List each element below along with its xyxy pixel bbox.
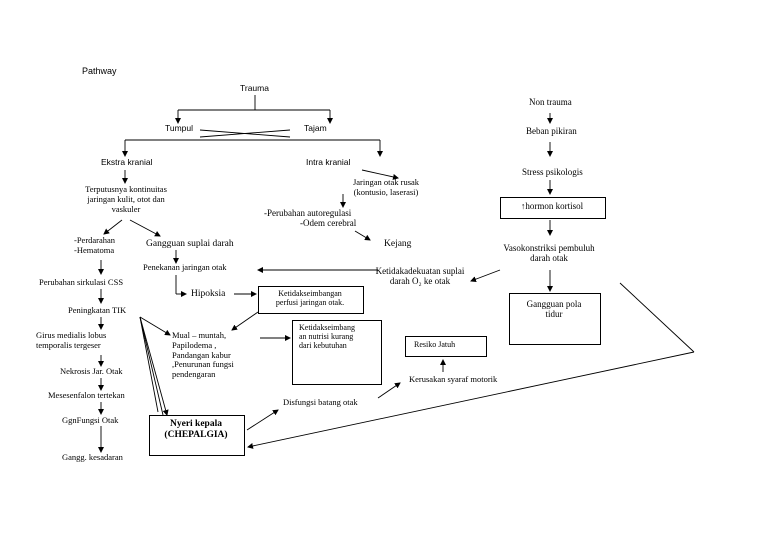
node-girus-line-1: Girus medialis lobus [36, 330, 107, 340]
diagnosis-box-nyeri [149, 415, 245, 456]
node-trauma: Trauma [240, 83, 269, 93]
node-mual: Mual – muntah, Papilodema , Pandangan ka… [172, 330, 234, 380]
diagnosis-nutrisi-line-3: dari kebutuhan [299, 341, 347, 351]
diagnosis-tidur-line-1: Gangguan pola [526, 299, 582, 309]
node-gangg-kesadaran: Gangg. kesadaran [62, 452, 123, 462]
diagnosis-box-nutrisi [292, 320, 382, 385]
node-stress: Stress psikologis [522, 167, 583, 177]
node-gangguan-suplai: Gangguan suplai darah [146, 239, 234, 249]
node-perdarahan: -Perdarahan -Hematoma [74, 235, 116, 256]
diagnosis-box-perfusi [258, 286, 364, 314]
edge-tajam-cross [199, 129, 291, 138]
node-jaringan-otak-rusak: Jaringan otak rusak (kontusio, laserasi) [340, 177, 432, 198]
edge-tik-nyeri-2 [139, 316, 164, 416]
edge-disfungsi-kerusakan [377, 382, 401, 399]
node-peningkatan-tik: Peningkatan TIK [68, 305, 127, 315]
diagnosis-box-gangguan-tidur [509, 293, 601, 345]
diagnosis-nutrisi-text: Ketidakseimbang an nutrisi kurang dari k… [299, 323, 355, 351]
edge-perfusi-mual [231, 311, 259, 331]
edge-nyeri-disfungsi [246, 409, 279, 431]
diagnosis-gangguan-tidur-text: Gangguan pola tidur [509, 299, 599, 320]
node-mesesenfalon: Mesesenfalon tertekan [48, 390, 125, 400]
diagnosis-resiko-jatuh: Resiko Jatuh [414, 340, 456, 349]
diagnosis-tidur-line-2: tidur [545, 309, 563, 320]
node-jaringan-line-1: Jaringan otak rusak [352, 177, 420, 187]
node-perubahan-autoregulasi: -Perubahan autoregulasi -Odem cerebral [264, 208, 356, 229]
node-girus: Girus medialis lobus temporalis tergeser [36, 330, 107, 351]
edge-odem-kejang [354, 230, 371, 241]
node-terputusnya: Terputusnya kontinuitas jaringan kulit, … [72, 184, 180, 214]
node-perdarahan-line-1: -Perdarahan [74, 235, 116, 245]
node-ketidakadekuatan: Ketidakadekuatan suplai darah O₂ ke otak [364, 266, 476, 287]
node-penekanan: Penekanan jaringan otak [143, 262, 227, 272]
node-perubahan-sirkulasi: Perubahan sirkulasi CSS [39, 277, 124, 287]
node-hormon-kortisol: ↑hormon kortisol [520, 201, 584, 211]
edge-intra-jaringan [361, 169, 399, 180]
node-kejang: Kejang [384, 239, 412, 249]
diagnosis-perfusi-line-2: perfusi jaringan otak. [275, 298, 345, 308]
node-mual-line-1: Mual – muntah, [172, 330, 227, 340]
node-tumpul: Tumpul [165, 123, 194, 133]
node-mual-line-5: pendengaran [172, 369, 216, 380]
node-vasokonstriksi-line-2: darah otak [530, 253, 568, 264]
node-terputusnya-line-1: Terputusnya kontinuitas [85, 184, 167, 194]
edge-tidur-zig-2 [247, 351, 695, 449]
node-vasokonstriksi-line-1: Vasokonstriksi pembuluh [503, 243, 595, 253]
diagnosis-nyeri-line-2: (CHEPALGIA) [164, 429, 228, 440]
node-ketidakadekuatan-line-1: Ketidakadekuatan suplai [375, 266, 465, 276]
node-disfungsi: Disfungsi batang otak [283, 397, 358, 407]
edge-tik-nyeri-1 [139, 316, 169, 416]
edge-tidur-zig-1 [619, 282, 695, 353]
node-terputusnya-line-3: vaskuler [111, 203, 141, 214]
node-autoreg-line-1: -Perubahan autoregulasi [264, 208, 352, 218]
node-tajam: Tajam [304, 123, 327, 133]
diagnosis-nutrisi-line-1: Ketidakseimbang [299, 323, 355, 332]
node-ggn-fungsi: GgnFungsi Otak [62, 415, 119, 425]
edge-tik-nyeri-3 [139, 316, 159, 413]
node-beban-pikiran: Beban pikiran [526, 126, 577, 136]
node-mual-line-4: ,Penurunan fungsi [172, 359, 234, 370]
node-intra-kranial: Intra kranial [306, 157, 351, 167]
diagnosis-perfusi-line-1: Ketidakseimbangan [278, 289, 342, 298]
page-title: Pathway [82, 66, 117, 76]
diagnosis-box-resiko-jatuh [405, 336, 487, 357]
node-perdarahan-line-2: -Hematoma [74, 244, 115, 255]
node-kerusakan-syaraf: Kerusakan syaraf motorik [409, 374, 498, 384]
node-jaringan-line-2: (kontusio, laserasi) [353, 186, 419, 197]
node-ketidakadekuatan-line-2: darah O₂ ke otak [389, 276, 451, 287]
edge-terputus-gangguan [129, 219, 161, 237]
node-odem-line: -Odem cerebral [300, 218, 357, 229]
node-girus-line-2: temporalis tergeser [36, 339, 101, 350]
node-vasokonstriksi: Vasokonstriksi pembuluh darah otak [488, 243, 610, 264]
diagnosis-nyeri-line-1: Nyeri kepala [170, 419, 222, 429]
diagnosis-perfusi-text: Ketidakseimbangan perfusi jaringan otak. [260, 289, 360, 307]
node-nekrosis: Nekrosis Jar. Otak [60, 366, 123, 376]
diagnosis-nutrisi-line-2: an nutrisi kurang [299, 332, 354, 342]
diagnosis-nyeri-text: Nyeri kepala (CHEPALGIA) [149, 419, 243, 441]
node-non-trauma: Non trauma [529, 97, 572, 107]
node-hipoksia: Hipoksia [191, 289, 226, 299]
node-ekstra-kranial: Ekstra kranial [101, 157, 153, 167]
node-mual-line-3: Pandangan kabur [172, 349, 231, 360]
edge-terputus-perdarahan [103, 219, 123, 235]
node-terputusnya-line-2: jaringan kulit, otot dan [87, 193, 165, 204]
node-mual-line-2: Papilodema , [172, 339, 217, 350]
edge-vaso-ketidakadekuatan [470, 269, 501, 283]
node-box-hormon [500, 197, 606, 219]
edge-tik-mual [139, 316, 171, 336]
